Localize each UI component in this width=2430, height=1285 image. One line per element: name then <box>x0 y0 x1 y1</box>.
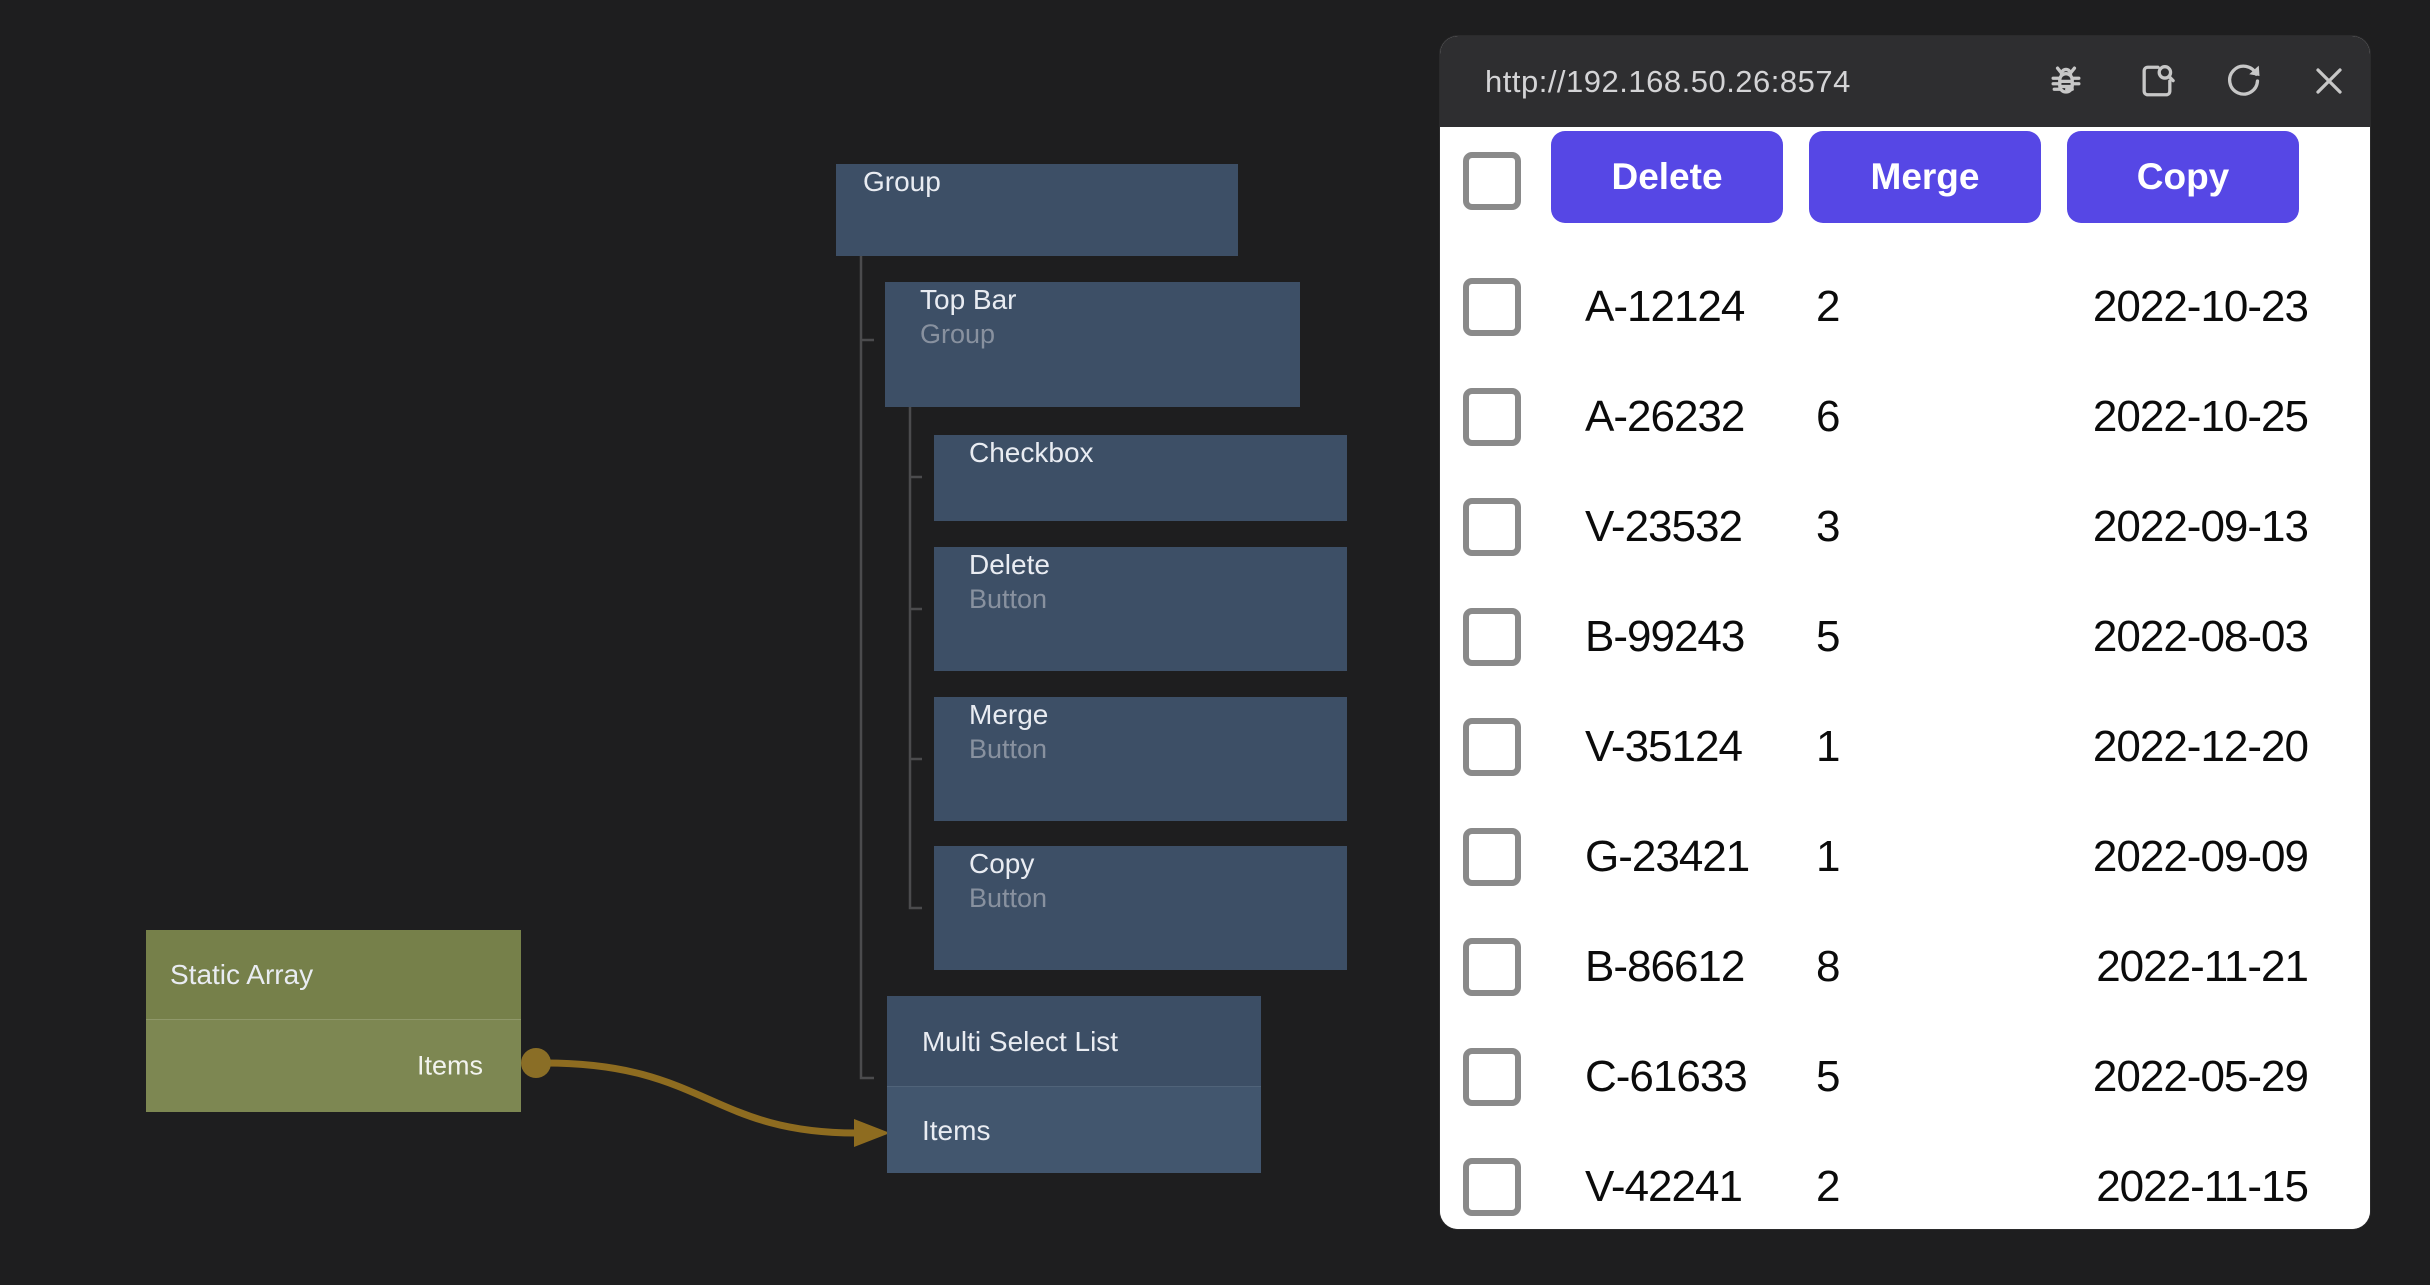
row-qty-cell: 1 <box>1816 722 1841 771</box>
merge-button[interactable]: Merge <box>1809 131 2041 223</box>
row-qty-cell: 5 <box>1816 612 1841 661</box>
row-qty-cell: 3 <box>1816 502 1841 551</box>
node-subtitle: Group <box>920 319 996 349</box>
row-date-cell: 2022-10-23 <box>2092 282 2309 331</box>
tree-node-copy-button[interactable]: Copy Button <box>934 846 1347 970</box>
row-date-cell: 2022-09-13 <box>2092 502 2309 551</box>
table-body: A-12124 2 2022-10-23 A-26232 6 2022-10-2… <box>1440 252 2370 1229</box>
refresh-icon[interactable] <box>2221 59 2265 103</box>
row-checkbox[interactable] <box>1463 388 1521 446</box>
row-checkbox[interactable] <box>1463 1158 1521 1216</box>
row-date-cell: 2022-09-09 <box>2092 832 2309 881</box>
row-qty-cell: 5 <box>1816 1052 1841 1101</box>
inspect-page-icon[interactable] <box>2135 59 2179 103</box>
bug-icon[interactable] <box>2044 59 2088 103</box>
preview-content: Delete Merge Copy A-12124 2 2022-10-23 A… <box>1440 127 2370 1229</box>
row-date-cell: 2022-10-25 <box>2092 392 2309 441</box>
row-id-cell: V-35124 <box>1585 722 1743 771</box>
preview-toolbar: Delete Merge Copy <box>1440 127 2370 227</box>
table-row: A-12124 2 2022-10-23 <box>1440 252 2370 362</box>
row-id-cell: A-26232 <box>1585 392 1745 441</box>
tree-node-group[interactable]: Group <box>836 164 1238 256</box>
row-qty-cell: 1 <box>1816 832 1841 881</box>
items-output-row[interactable]: Items <box>146 1019 521 1112</box>
row-checkbox[interactable] <box>1463 828 1521 886</box>
row-checkbox[interactable] <box>1463 278 1521 336</box>
table-row: B-86612 8 2022-11-21 <box>1440 912 2370 1022</box>
row-id-cell: C-61633 <box>1585 1052 1748 1101</box>
delete-button[interactable]: Delete <box>1551 131 1783 223</box>
static-array-node[interactable]: Static Array Items <box>146 930 521 1112</box>
input-port-label: Items <box>922 1114 991 1146</box>
output-port-label: Items <box>416 1050 483 1081</box>
row-checkbox[interactable] <box>1463 608 1521 666</box>
table-row: G-23421 1 2022-09-09 <box>1440 802 2370 912</box>
node-title: Merge <box>969 699 1049 730</box>
tree-node-merge-button[interactable]: Merge Button <box>934 697 1347 821</box>
node-title: Copy <box>969 848 1035 879</box>
preview-titlebar: http://192.168.50.26:8574 <box>1440 36 2370 127</box>
row-date-cell: 2022-11-15 <box>2096 1162 2309 1211</box>
row-id-cell: V-42241 <box>1585 1162 1743 1211</box>
table-row: C-61633 5 2022-05-29 <box>1440 1022 2370 1132</box>
node-title: Checkbox <box>969 437 1094 468</box>
row-date-cell: 2022-05-29 <box>2092 1052 2309 1101</box>
table-row: V-42241 2 2022-11-15 <box>1440 1132 2370 1229</box>
node-subtitle: Button <box>969 734 1048 764</box>
row-checkbox[interactable] <box>1463 498 1521 556</box>
preview-window: http://192.168.50.26:8574 <box>1440 36 2370 1229</box>
row-id-cell: B-99243 <box>1585 612 1745 661</box>
table-row: A-26232 6 2022-10-25 <box>1440 362 2370 472</box>
items-input-row[interactable]: Items <box>887 1086 1261 1173</box>
node-subtitle: Button <box>969 584 1048 614</box>
output-port <box>521 1048 551 1078</box>
row-qty-cell: 6 <box>1816 392 1841 441</box>
node-title: Static Array <box>170 959 314 990</box>
tree-node-multi-select-list[interactable]: Multi Select List Items <box>887 996 1261 1173</box>
table-row: V-23532 3 2022-09-13 <box>1440 472 2370 582</box>
tree-node-delete-button[interactable]: Delete Button <box>934 547 1347 671</box>
row-id-cell: V-23532 <box>1585 502 1743 551</box>
row-date-cell: 2022-08-03 <box>2092 612 2309 661</box>
edge-curve <box>544 1059 890 1147</box>
select-all-checkbox[interactable] <box>1463 152 1521 210</box>
row-date-cell: 2022-12-20 <box>2092 722 2309 771</box>
node-title: Delete <box>969 549 1050 580</box>
row-checkbox[interactable] <box>1463 1048 1521 1106</box>
row-checkbox[interactable] <box>1463 718 1521 776</box>
close-icon[interactable] <box>2307 59 2351 103</box>
row-id-cell: A-12124 <box>1585 282 1745 331</box>
node-subtitle: Button <box>969 883 1048 913</box>
copy-button[interactable]: Copy <box>2067 131 2299 223</box>
row-id-cell: G-23421 <box>1585 832 1750 881</box>
tree-node-checkbox[interactable]: Checkbox <box>934 435 1347 521</box>
node-title: Multi Select List <box>922 1025 1119 1057</box>
node-title: Top Bar <box>920 284 1017 315</box>
table-row: V-35124 1 2022-12-20 <box>1440 692 2370 802</box>
table-row: B-99243 5 2022-08-03 <box>1440 582 2370 692</box>
row-checkbox[interactable] <box>1463 938 1521 996</box>
row-id-cell: B-86612 <box>1585 942 1745 991</box>
row-qty-cell: 8 <box>1816 942 1841 991</box>
node-title: Group <box>863 166 941 197</box>
row-qty-cell: 2 <box>1816 282 1841 331</box>
row-qty-cell: 2 <box>1816 1162 1841 1211</box>
address-bar[interactable]: http://192.168.50.26:8574 <box>1485 63 1851 99</box>
tree-node-top-bar[interactable]: Top Bar Group <box>885 282 1300 407</box>
row-date-cell: 2022-11-21 <box>2096 942 2309 991</box>
